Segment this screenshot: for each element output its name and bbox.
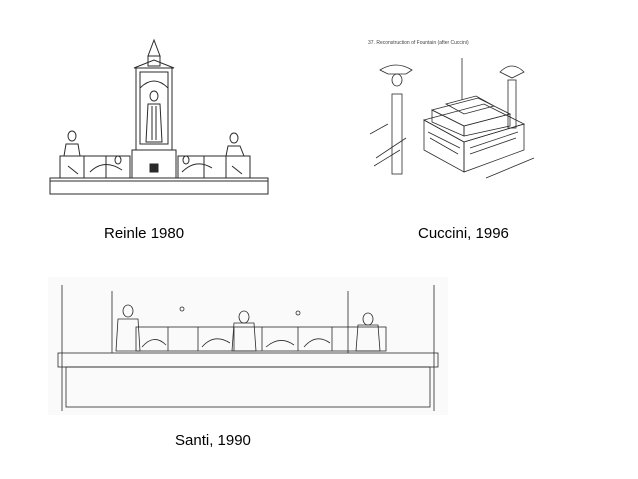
reinle-fountain-sketch xyxy=(49,38,269,195)
santi-drawing xyxy=(48,277,448,415)
cuccini-fountain-sketch xyxy=(369,58,535,179)
cuccini-drawing: 37. Reconstruction of Fountain (after Cu… xyxy=(366,38,536,193)
caption-reinle: Reinle 1980 xyxy=(104,225,185,242)
caption-cuccini: Cuccini, 1996 xyxy=(418,225,509,242)
cuccini-heading: 37. Reconstruction of Fountain (after Cu… xyxy=(368,40,469,46)
santi-fountain-elevation xyxy=(48,277,448,415)
reinle-drawing xyxy=(48,38,270,198)
caption-santi: Santi, 1990 xyxy=(175,432,251,449)
